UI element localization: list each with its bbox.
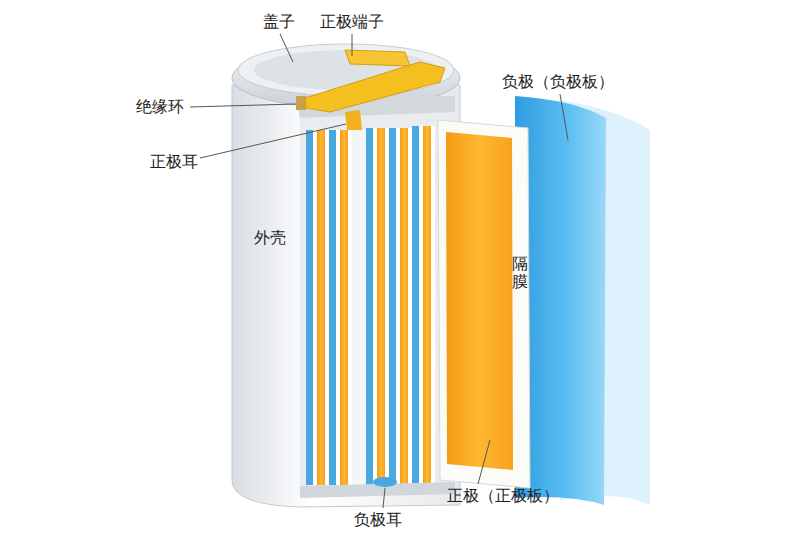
part-label: 负极耳	[354, 510, 402, 529]
part-label: 正极端子	[320, 12, 384, 31]
part-label: 正极（正极板）	[447, 486, 559, 505]
part-label: 隔膜	[512, 255, 528, 290]
part-label: 绝缘环	[136, 97, 184, 116]
part-label: 外壳	[254, 228, 286, 247]
part-label: 负极（负极板）	[502, 72, 614, 91]
part-label: 正极耳	[150, 152, 198, 171]
part-label: 盖子	[263, 12, 295, 31]
